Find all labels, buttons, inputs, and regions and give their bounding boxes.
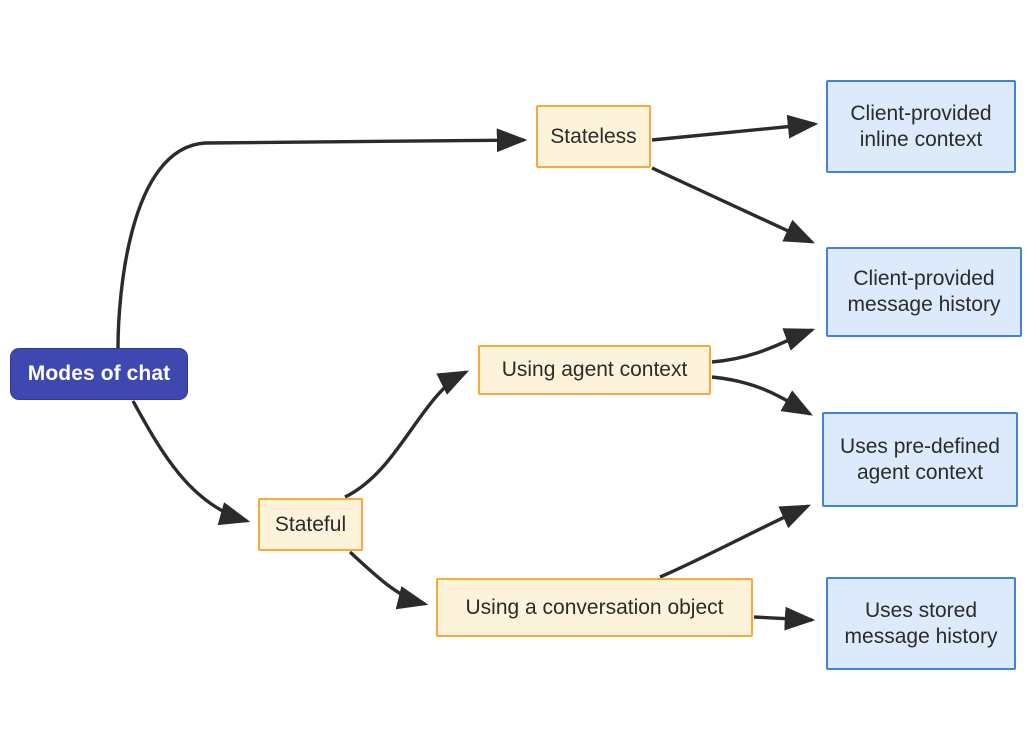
node-label: Client-provided message history bbox=[847, 267, 1001, 316]
edge-stateful-to-conversation-object bbox=[348, 550, 429, 610]
node-label: Using a conversation object bbox=[465, 595, 724, 619]
edge-stateful-to-agent-context bbox=[344, 370, 470, 499]
node-stateful[interactable]: Stateful bbox=[258, 498, 363, 551]
node-label: Stateful bbox=[274, 512, 347, 536]
node-uses-stored-message-history[interactable]: Uses stored message history bbox=[826, 577, 1016, 670]
edge-conversation-object-to-stored-message-history bbox=[753, 606, 816, 631]
node-label: Uses pre-defined agent context bbox=[840, 434, 1000, 484]
node-client-provided-inline-context[interactable]: Client-provided inline context bbox=[826, 80, 1016, 173]
node-using-agent-context[interactable]: Using agent context bbox=[478, 345, 711, 395]
edge-root-to-stateless bbox=[116, 128, 528, 349]
node-client-provided-message-history[interactable]: Client-provided message history bbox=[826, 247, 1022, 337]
node-modes-of-chat[interactable]: Modes of chat bbox=[10, 348, 188, 400]
node-label: Modes of chat bbox=[27, 362, 171, 386]
edge-agent-context-to-predefined-agent-context bbox=[711, 375, 813, 416]
edge-stateless-to-inline-context bbox=[651, 114, 819, 142]
node-label: Client-provided inline context bbox=[850, 101, 992, 151]
edge-root-to-stateful bbox=[131, 400, 251, 526]
edge-agent-context-to-message-history bbox=[711, 328, 816, 364]
node-label: Using agent context bbox=[501, 358, 688, 382]
edge-stateless-to-message-history bbox=[651, 166, 816, 244]
edge-conversation-object-to-predefined-agent-context bbox=[659, 504, 812, 579]
node-using-a-conversation-object[interactable]: Using a conversation object bbox=[436, 578, 753, 637]
node-label: Uses stored message history bbox=[844, 598, 998, 648]
node-uses-pre-defined-agent-context[interactable]: Uses pre-defined agent context bbox=[822, 412, 1018, 507]
node-label: Stateless bbox=[550, 124, 637, 148]
node-stateless[interactable]: Stateless bbox=[536, 105, 651, 168]
